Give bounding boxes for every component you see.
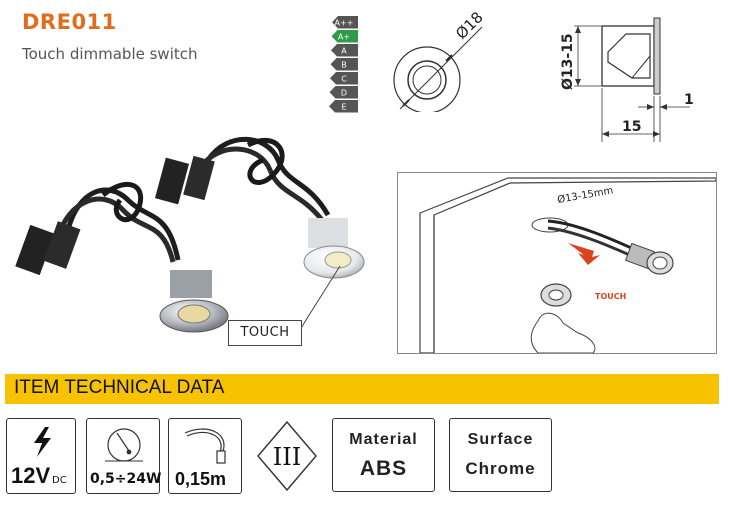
class-three-icon: III <box>257 420 317 492</box>
material-label: Material <box>349 431 418 448</box>
body-diameter-label: Ø13-15 <box>560 33 576 90</box>
energy-class-text: E <box>341 103 346 112</box>
white-switch <box>303 218 365 279</box>
protection-class-value: III <box>273 443 301 471</box>
voltage-unit: DC <box>52 475 67 486</box>
install-touch-label: TOUCH <box>595 292 626 301</box>
surface-value: Chrome <box>465 459 536 478</box>
cable-right <box>154 136 331 222</box>
cable-value: 0,15m <box>175 469 227 489</box>
installation-illustration: Ø13-15mm TOUCH <box>419 177 717 354</box>
energy-class-text: D <box>341 89 347 98</box>
cable-left <box>15 181 181 276</box>
product-code: DRE011 <box>22 10 117 34</box>
touch-callout-label: TOUCH <box>228 320 302 346</box>
spec-cable: 0,15m <box>168 418 242 494</box>
spec-power: 0,5÷24W <box>86 418 162 494</box>
depth-label: 15 <box>622 119 641 135</box>
energy-class-text: A+ <box>338 33 350 42</box>
hand-icon <box>530 312 596 354</box>
product-subtitle: Touch dimmable switch <box>22 45 198 63</box>
hole-diameter-label: Ø13-15mm <box>556 184 614 206</box>
energy-class-row: A+ <box>331 30 358 43</box>
surface-label: Surface <box>467 431 534 448</box>
flange-label: 1 <box>684 92 694 108</box>
energy-class-row: A <box>331 44 358 57</box>
product-photo <box>15 136 365 333</box>
energy-class-text: A <box>341 47 347 56</box>
voltage-value: 12V <box>11 463 51 488</box>
energy-class-text: B <box>341 61 347 70</box>
energy-class-row: E <box>329 100 358 113</box>
energy-class-row: A++ <box>332 16 358 29</box>
energy-class-row: D <box>329 86 358 99</box>
material-value: ABS <box>359 457 408 480</box>
section-title: ITEM TECHNICAL DATA <box>14 377 225 398</box>
dimmer-icon <box>105 428 143 462</box>
side-dimension-drawing: Ø13-15 15 1 <box>560 17 694 142</box>
energy-class-row: B <box>330 58 358 71</box>
insert-arrow-icon <box>568 243 600 265</box>
section-banner <box>5 374 719 404</box>
chrome-switch <box>159 270 229 333</box>
installation-diagram: Ø13-15mm TOUCH <box>397 172 717 354</box>
lightning-icon <box>34 427 51 457</box>
spec-material: Material ABS <box>332 418 435 492</box>
energy-class-text: A++ <box>335 19 354 28</box>
energy-class-text: C <box>341 75 347 84</box>
energy-class-row: C <box>330 72 358 85</box>
cable-icon <box>184 428 226 464</box>
ring-dimension-drawing: Ø18 <box>393 12 487 112</box>
power-value: 0,5÷24W <box>90 471 162 487</box>
spec-voltage: 12V DC <box>6 418 76 494</box>
spec-surface: Surface Chrome <box>449 418 552 492</box>
